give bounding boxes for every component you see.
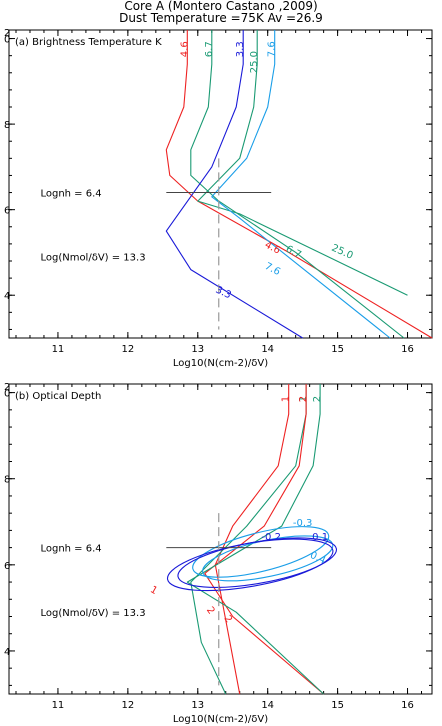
x-tick-label: 11 — [52, 700, 65, 711]
series-label: 2 — [204, 605, 217, 617]
y-tick-label: 0 — [4, 35, 10, 46]
x-tick-label: 13 — [191, 700, 204, 711]
series-line-4.6 — [165, 30, 433, 339]
loop-line--0.2 — [166, 538, 334, 592]
series-label: 1 — [148, 584, 159, 597]
series-label: 7.6 — [267, 41, 278, 57]
x-tick-label: 15 — [331, 700, 344, 711]
x-tick-label: 16 — [401, 344, 414, 355]
lognh-annotation: Lognh = 6.4 — [40, 189, 101, 200]
series-label: 3.3 — [235, 41, 246, 57]
x-tick-label: 14 — [261, 344, 274, 355]
lognmol-annotation: Log(Nmol/δV) = 13.3 — [40, 608, 145, 619]
series-line-6.7 — [190, 30, 405, 339]
x-tick-label: 12 — [121, 700, 134, 711]
series-label: 4.6 — [179, 41, 190, 57]
series-label: 2 — [221, 614, 234, 626]
series-line-7.6 — [211, 30, 391, 339]
series-label: 1 — [298, 396, 309, 402]
y-tick-label: 6 — [4, 561, 10, 572]
series-label: 2 — [298, 396, 309, 402]
x-tick-label: 12 — [121, 344, 134, 355]
series-label: 1 — [281, 396, 292, 402]
y-tick-label: 8 — [4, 475, 10, 486]
x-tick-label: 11 — [52, 344, 65, 355]
series-label: -0.2 — [261, 532, 281, 543]
x-tick-label: 13 — [191, 344, 204, 355]
x-tick-label: 16 — [401, 700, 414, 711]
y-tick-label: 2 — [4, 28, 10, 39]
y-tick-label: 0 — [4, 389, 10, 400]
chart-subtitle: Dust Temperature =75K Av =26.9 — [119, 11, 323, 25]
series-label: 7.6 — [263, 261, 282, 278]
y-tick-label: 8 — [4, 120, 10, 131]
loop-line-0.1 — [177, 537, 338, 588]
series-line-1 — [214, 384, 290, 695]
series-label: 0.1 — [312, 532, 328, 543]
y-tick-label: 2 — [4, 382, 10, 393]
y-tick-label: 6 — [4, 206, 10, 217]
x-tick-label: 15 — [331, 344, 344, 355]
panel-label: (b) Optical Depth — [15, 391, 101, 402]
x-axis-label: Log10(N(cm-2)/δV) — [173, 358, 268, 369]
x-tick-label: 14 — [261, 700, 274, 711]
plot-frame — [8, 29, 433, 339]
y-tick-label: 4 — [4, 647, 10, 658]
series-label: 6.7 — [284, 244, 303, 261]
panel-label: (a) Brightness Temperature K — [15, 37, 162, 48]
x-axis-label: Log10(N(cm-2)/δV) — [173, 714, 268, 725]
series-label: -0.3 — [293, 518, 313, 529]
series-line-25.0 — [197, 30, 408, 296]
series-label: 4.6 — [263, 240, 282, 257]
y-tick-label: 4 — [4, 291, 10, 302]
series-line-3.3 — [165, 30, 303, 339]
lognh-annotation: Lognh = 6.4 — [40, 544, 101, 555]
series-label: 3.3 — [214, 285, 233, 302]
series-label: 25.0 — [249, 51, 260, 73]
plot-frame — [8, 383, 433, 695]
series-label: 2 — [312, 396, 323, 402]
loop-line--0.3 — [192, 526, 330, 578]
series-line-2 — [204, 384, 324, 695]
lognmol-annotation: Log(Nmol/δV) = 13.3 — [40, 253, 145, 264]
chart-title: Core A (Montero Castano ,2009) — [124, 0, 318, 13]
series-line-2 — [186, 384, 324, 695]
series-label: 6.7 — [204, 41, 215, 57]
